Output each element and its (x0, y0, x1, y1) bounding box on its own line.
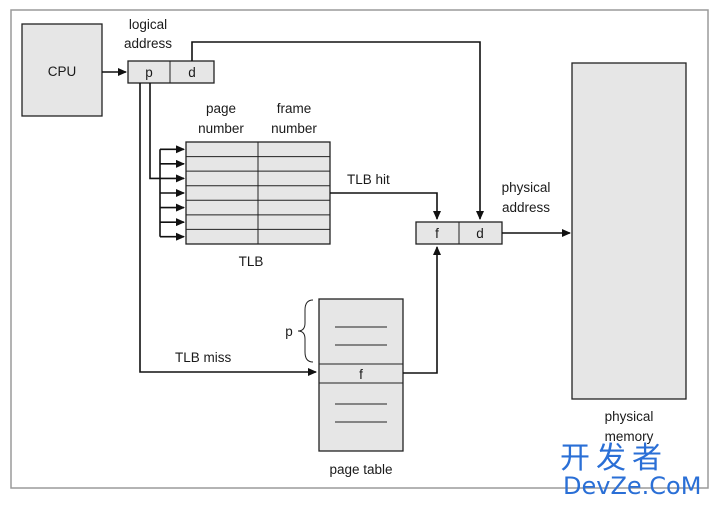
tlb-hit-label: TLB hit (347, 172, 390, 187)
tlb-miss-label: TLB miss (175, 350, 232, 365)
page-table-frame-entry: f (359, 367, 363, 382)
page-table-p-label: p (285, 324, 293, 339)
physical-memory-box (571, 62, 687, 400)
cpu-label: CPU (48, 64, 77, 79)
tlb-table (185, 141, 331, 245)
watermark-chinese: 开发者 (560, 441, 668, 476)
tlb-fan-trunk (149, 83, 160, 180)
physical-frame-field: f (435, 226, 439, 241)
watermark-latin: DevZe.CoM (563, 472, 701, 500)
logical-address-label-line2: address (124, 36, 172, 51)
logical-offset-field: d (188, 65, 196, 80)
tlb-hit-arrow (330, 192, 441, 220)
logical-address-label-line1: logical (129, 17, 167, 32)
tlb-page-number-label-line1: page (206, 101, 236, 116)
tlb-frame-number-label-line2: number (271, 121, 317, 136)
cpu-box (21, 23, 103, 117)
page-table-label: page table (329, 462, 392, 477)
physical-address-label-line1: physical (502, 180, 551, 195)
page-table-to-frame-arrow (403, 246, 441, 374)
tlb-label: TLB (239, 254, 264, 269)
logical-address-box (127, 60, 215, 84)
logical-page-field: p (145, 65, 153, 80)
tlb-page-number-label-line2: number (198, 121, 244, 136)
physical-memory-label-line1: physical (605, 409, 654, 424)
offset-arrow (191, 41, 484, 220)
tlb-miss-arrow (139, 83, 317, 376)
page-table-box (318, 298, 404, 452)
physical-offset-field: d (476, 226, 484, 241)
tlb-search-arrows (149, 83, 185, 241)
physical-address-label-line2: address (502, 200, 550, 215)
tlb-frame-number-label-line1: frame (277, 101, 312, 116)
physical-memory-label-line2: memory (605, 429, 654, 444)
page-table-brace (297, 299, 314, 363)
